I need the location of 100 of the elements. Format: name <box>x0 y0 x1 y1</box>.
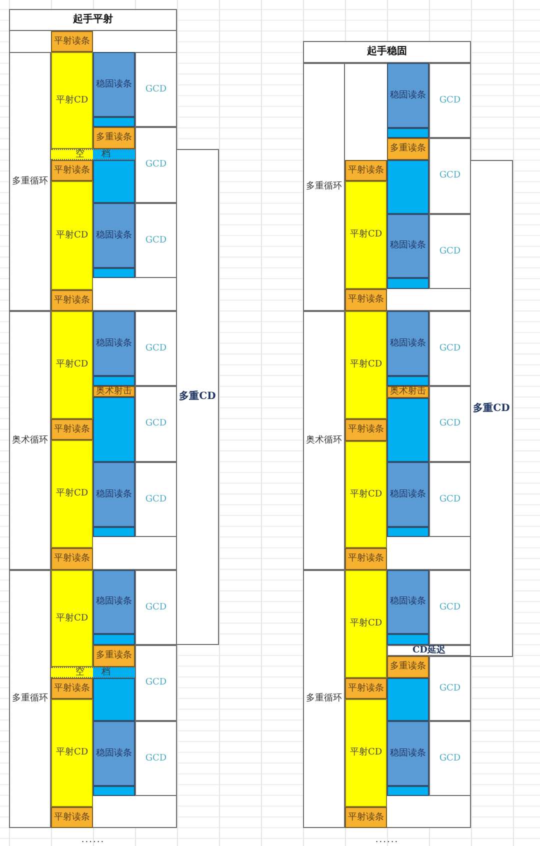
bar-segment <box>93 376 135 386</box>
table-title: 起手稳固 <box>367 47 407 57</box>
gcd-label: GCD <box>145 420 167 428</box>
bar-label: 平射CD <box>350 748 382 758</box>
bar-segment <box>387 278 429 289</box>
gcd-cell <box>135 462 177 537</box>
gcd-label: GCD <box>145 754 167 763</box>
bar-label: 平射读条 <box>348 813 384 822</box>
bar-segment <box>387 634 429 645</box>
bar-label: 稳固读条 <box>96 749 132 758</box>
cast-bar <box>387 138 429 160</box>
cast-bar <box>93 570 135 634</box>
gcd-cell <box>429 214 471 289</box>
cast-bar <box>387 462 429 527</box>
cast-bar <box>51 31 93 52</box>
gcd-cell <box>135 386 177 462</box>
bar-label: 稳固读条 <box>390 598 426 606</box>
cast-bar <box>345 289 387 311</box>
bar-label: 平射读条 <box>54 166 90 175</box>
row-label: 多重循环 <box>12 177 48 186</box>
bar-label: 稳固读条 <box>96 339 132 348</box>
cast-bar <box>93 203 135 268</box>
bar-label: 稳固读条 <box>390 490 426 499</box>
bar-segment <box>93 268 135 278</box>
gcd-cell <box>135 311 177 386</box>
cooldown-bar <box>345 570 387 678</box>
timeline-table <box>303 41 471 828</box>
cast-bar <box>51 160 93 181</box>
cast-bar <box>51 548 93 570</box>
gcd-cell <box>135 570 177 645</box>
bar-label: 平射CD <box>56 96 88 105</box>
cooldown-bar <box>51 570 93 667</box>
gap-row <box>51 149 135 160</box>
gcd-cell <box>135 52 177 127</box>
delay-label: CD延迟 <box>412 646 446 655</box>
bar-segment <box>93 786 135 796</box>
cast-bar <box>387 656 429 678</box>
cycle-row <box>303 63 471 311</box>
gcd-cell <box>429 138 471 214</box>
gcd-label: GCD <box>145 236 167 245</box>
bar-label: 平射CD <box>56 748 88 758</box>
cycle-row <box>303 570 471 828</box>
row-label: 奥术循环 <box>306 436 342 445</box>
bar-label: 平射CD <box>56 231 88 240</box>
timeline-table <box>9 9 177 828</box>
bar-segment <box>387 160 429 214</box>
cast-bar <box>93 311 135 376</box>
gcd-label: GCD <box>145 85 167 94</box>
cycle-row <box>9 311 177 570</box>
cast-bar <box>51 807 93 828</box>
bar-label: 平射CD <box>350 620 382 628</box>
bar-segment <box>93 117 135 127</box>
row-label: 多重循环 <box>306 182 342 192</box>
cooldown-bar <box>345 441 387 548</box>
cooldown-span <box>470 160 513 657</box>
bar-label: 多重读条 <box>390 662 426 672</box>
gap-label: 空档 <box>76 150 110 159</box>
gcd-label: GCD <box>439 684 461 693</box>
gcd-cell <box>429 721 471 796</box>
gcd-label: GCD <box>439 96 461 105</box>
ellipsis-text: ...... <box>375 836 399 845</box>
table-title: 起手平射 <box>73 15 113 25</box>
row-label: 多重循环 <box>12 694 48 704</box>
bar-label: 稳固读条 <box>390 749 426 758</box>
cast-bar <box>51 678 93 699</box>
bar-label: 平射读条 <box>54 684 90 693</box>
bar-label: 平射读条 <box>54 813 90 822</box>
gcd-label: GCD <box>145 344 167 353</box>
cast-bar <box>51 419 93 440</box>
bar-segment <box>387 527 429 537</box>
cast-bar <box>93 52 135 117</box>
bar-label: 平射读条 <box>348 554 384 564</box>
cast-bar <box>93 127 135 149</box>
cooldown-bar <box>51 52 93 149</box>
bar-segment <box>387 128 429 138</box>
bar-label: 稳固读条 <box>96 231 132 240</box>
gcd-cell <box>135 127 177 203</box>
gcd-label: GCD <box>145 678 167 688</box>
cast-bar <box>51 290 93 311</box>
cast-bar <box>345 807 387 828</box>
cast-bar <box>387 214 429 278</box>
cast-bar <box>93 721 135 786</box>
bar-segment <box>93 527 135 537</box>
gcd-label: GCD <box>439 344 461 353</box>
gcd-cell <box>429 462 471 537</box>
bar-label: 平射读条 <box>54 425 90 434</box>
gcd-label: GCD <box>439 754 461 763</box>
bar-label: 平射读条 <box>54 37 90 46</box>
row-label: 奥术循环 <box>12 436 48 445</box>
cast-bar <box>387 386 429 398</box>
bar-label: 平射读条 <box>348 296 384 304</box>
bar-label: 平射CD <box>56 360 88 370</box>
gcd-cell <box>429 570 471 645</box>
bar-segment <box>387 786 429 796</box>
cast-bar <box>345 678 387 699</box>
cast-bar <box>345 160 387 181</box>
cycle-row <box>9 570 177 828</box>
cast-bar <box>93 645 135 667</box>
bar-label: 稳固读条 <box>96 80 132 89</box>
gcd-label: GCD <box>145 603 167 612</box>
